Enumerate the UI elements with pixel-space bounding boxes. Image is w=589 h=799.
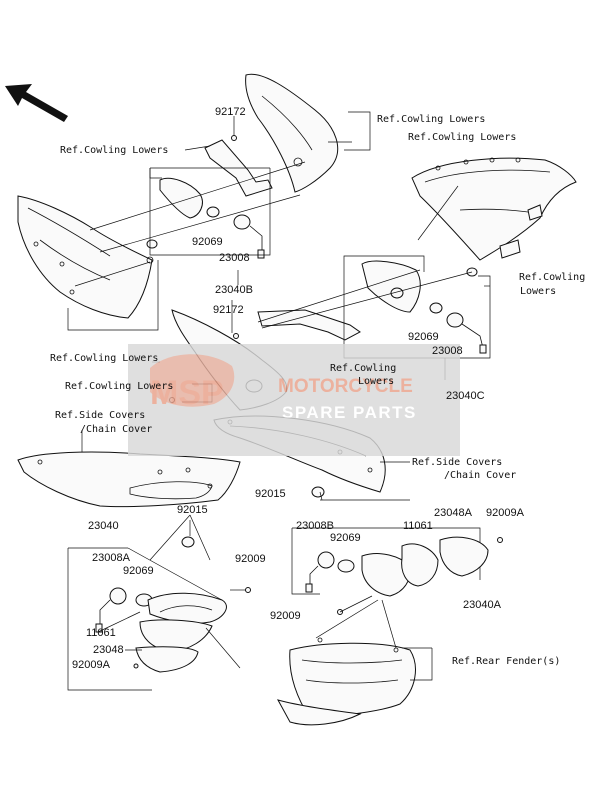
label-11061-right: 11061 — [403, 520, 433, 532]
watermark-line1: MOTORCYCLE — [278, 376, 413, 397]
label-92069-lower-left: 92069 — [123, 565, 154, 577]
label-11061-left: 11061 — [86, 627, 116, 639]
label-92015-left: 92015 — [177, 504, 208, 516]
label-ref-cowling-lowers-b: Ref.Cowling Lowers — [377, 114, 485, 125]
rear-fender-part — [276, 599, 433, 726]
label-chain-cover-right: /Chain Cover — [444, 470, 516, 481]
label-23008B: 23008B — [296, 520, 334, 532]
label-23008-right: 23008 — [432, 345, 463, 357]
label-92172-top: 92172 — [215, 106, 246, 118]
right-side-cowling-part — [411, 157, 577, 261]
label-23040: 23040 — [88, 520, 119, 532]
left-side-cowling-part — [17, 195, 154, 319]
turn-signal-bracket-23040C — [233, 260, 487, 354]
label-chain-cover-left: /Chain Cover — [80, 424, 152, 435]
label-23040B: 23040B — [215, 284, 253, 296]
label-92009A-right: 92009A — [486, 507, 525, 519]
label-92015-right: 92015 — [255, 488, 286, 500]
label-ref-rear-fender: Ref.Rear Fender(s) — [452, 656, 560, 667]
upper-cowling-bracket-part — [245, 73, 339, 193]
label-23008A: 23008A — [92, 552, 131, 564]
label-ref-cowling-lowers-right-b: Lowers — [520, 286, 556, 297]
label-23040A: 23040A — [463, 599, 502, 611]
watermark-line2: SPARE PARTS — [282, 403, 417, 422]
label-ref-cowling-lowers-a: Ref.Cowling Lowers — [60, 145, 168, 156]
label-ref-side-covers-left: Ref.Side Covers — [55, 410, 145, 421]
label-ref-cowling-mid-a: Ref.Cowling — [330, 363, 396, 374]
label-92069-right: 92069 — [408, 331, 439, 343]
label-ref-cowling-lowers-c: Ref.Cowling Lowers — [408, 132, 516, 143]
label-92009A-left: 92009A — [72, 659, 111, 671]
label-92009-left: 92009 — [235, 553, 266, 565]
leader-lines-upper-right — [231, 185, 491, 380]
watermark-badge: MSP — [150, 374, 224, 412]
label-ref-cowling-lowers-e: Ref.Cowling Lowers — [65, 381, 173, 392]
label-92009-right: 92009 — [270, 610, 301, 622]
left-side-cover-part — [17, 451, 241, 548]
turn-signal-assembly-23040A — [291, 499, 503, 615]
watermark: MSP MOTORCYCLE SPARE PARTS — [128, 344, 460, 456]
label-92172-mid: 92172 — [213, 304, 244, 316]
label-23008-left: 23008 — [219, 252, 250, 264]
label-ref-cowling-mid-b: Lowers — [358, 376, 394, 387]
label-92069-lower-right: 92069 — [330, 532, 361, 544]
label-ref-side-covers-right: Ref.Side Covers — [412, 457, 502, 468]
label-23048A: 23048A — [434, 507, 473, 519]
label-92069-left: 92069 — [192, 236, 223, 248]
turn-signal-assembly-23040 — [67, 547, 251, 691]
label-ref-cowling-lowers-right-a: Ref.Cowling — [519, 272, 585, 283]
watermark-logo-icon — [150, 354, 235, 407]
front-direction-arrow-icon — [5, 84, 68, 122]
label-ref-cowling-lowers-d: Ref.Cowling Lowers — [50, 353, 158, 364]
label-23040C: 23040C — [446, 390, 485, 402]
label-23048: 23048 — [93, 644, 124, 656]
leader-lines-upper-left — [67, 111, 371, 331]
